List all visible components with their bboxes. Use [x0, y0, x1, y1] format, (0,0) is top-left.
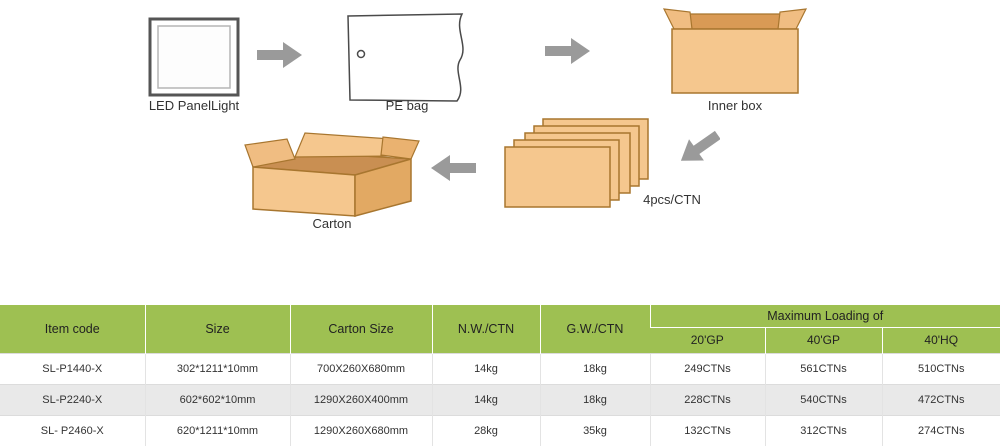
cell-item-code: SL-P1440-X: [0, 352, 145, 384]
cell-carton-size: 700X260X680mm: [289, 352, 432, 384]
cell-size: 302*1211*10mm: [144, 352, 290, 384]
cell-40gp: 312CTNs: [764, 414, 882, 446]
cell-size: 602*602*10mm: [144, 383, 290, 415]
table-row: SL-P1440-X 302*1211*10mm 700X260X680mm 1…: [0, 352, 1000, 384]
arrow-down-left-icon: [680, 130, 720, 161]
cell-nw: 14kg: [431, 383, 540, 415]
cell-item-code: SL-P2240-X: [0, 383, 145, 415]
col-header-max-loading: Maximum Loading of: [649, 305, 1000, 327]
col-header-40hq: 40'HQ: [881, 326, 1000, 353]
cell-40gp: 540CTNs: [764, 383, 882, 415]
cell-carton-size: 1290X260X400mm: [289, 383, 432, 415]
inner-box-icon: [662, 8, 808, 94]
arrow-left-icon: [431, 155, 476, 181]
cell-item-code: SL- P2460-X: [0, 414, 145, 446]
col-header-gw: G.W./CTN: [539, 305, 650, 353]
inner-box-label: Inner box: [707, 98, 763, 113]
cell-nw: 28kg: [431, 414, 540, 446]
cell-40hq: 274CTNs: [881, 414, 1000, 446]
cell-gw: 18kg: [539, 352, 650, 384]
pe-bag-label: PE bag: [385, 98, 429, 113]
packing-spec-table: Item code Size Carton Size N.W./CTN G.W.…: [0, 305, 1000, 446]
cell-40gp: 561CTNs: [764, 352, 882, 384]
col-header-20gp: 20'GP: [650, 326, 765, 353]
pe-bag-icon: [347, 13, 464, 102]
carton-stack-icon: [504, 118, 649, 208]
cell-20gp: 132CTNs: [649, 414, 765, 446]
cell-40hq: 510CTNs: [881, 352, 1000, 384]
col-header-size: Size: [144, 305, 290, 353]
carton-label: Carton: [312, 216, 352, 231]
cell-gw: 35kg: [539, 414, 650, 446]
col-header-40gp: 40'GP: [764, 326, 882, 353]
cell-20gp: 228CTNs: [649, 383, 765, 415]
pcs-per-carton-label: 4pcs/CTN: [643, 192, 701, 207]
col-header-nw: N.W./CTN: [431, 305, 540, 353]
carton-icon: [244, 132, 420, 217]
packing-flow-diagram: LED PanelLight PE bag Inner box: [148, 8, 808, 231]
cell-nw: 14kg: [431, 352, 540, 384]
col-header-item-code: Item code: [0, 305, 145, 353]
cell-40hq: 472CTNs: [881, 383, 1000, 415]
led-panel-icon: [148, 17, 240, 97]
cell-size: 620*1211*10mm: [144, 414, 290, 446]
table-row: SL-P2240-X 602*602*10mm 1290X260X400mm 1…: [0, 383, 1000, 415]
led-panel-label: LED PanelLight: [148, 98, 240, 113]
cell-gw: 18kg: [539, 383, 650, 415]
cell-20gp: 249CTNs: [649, 352, 765, 384]
table-row: SL- P2460-X 620*1211*10mm 1290X260X680mm…: [0, 414, 1000, 446]
arrow-right-icon: [545, 38, 590, 64]
col-header-carton-size: Carton Size: [289, 305, 432, 353]
cell-carton-size: 1290X260X680mm: [289, 414, 432, 446]
arrow-right-icon: [257, 42, 302, 68]
